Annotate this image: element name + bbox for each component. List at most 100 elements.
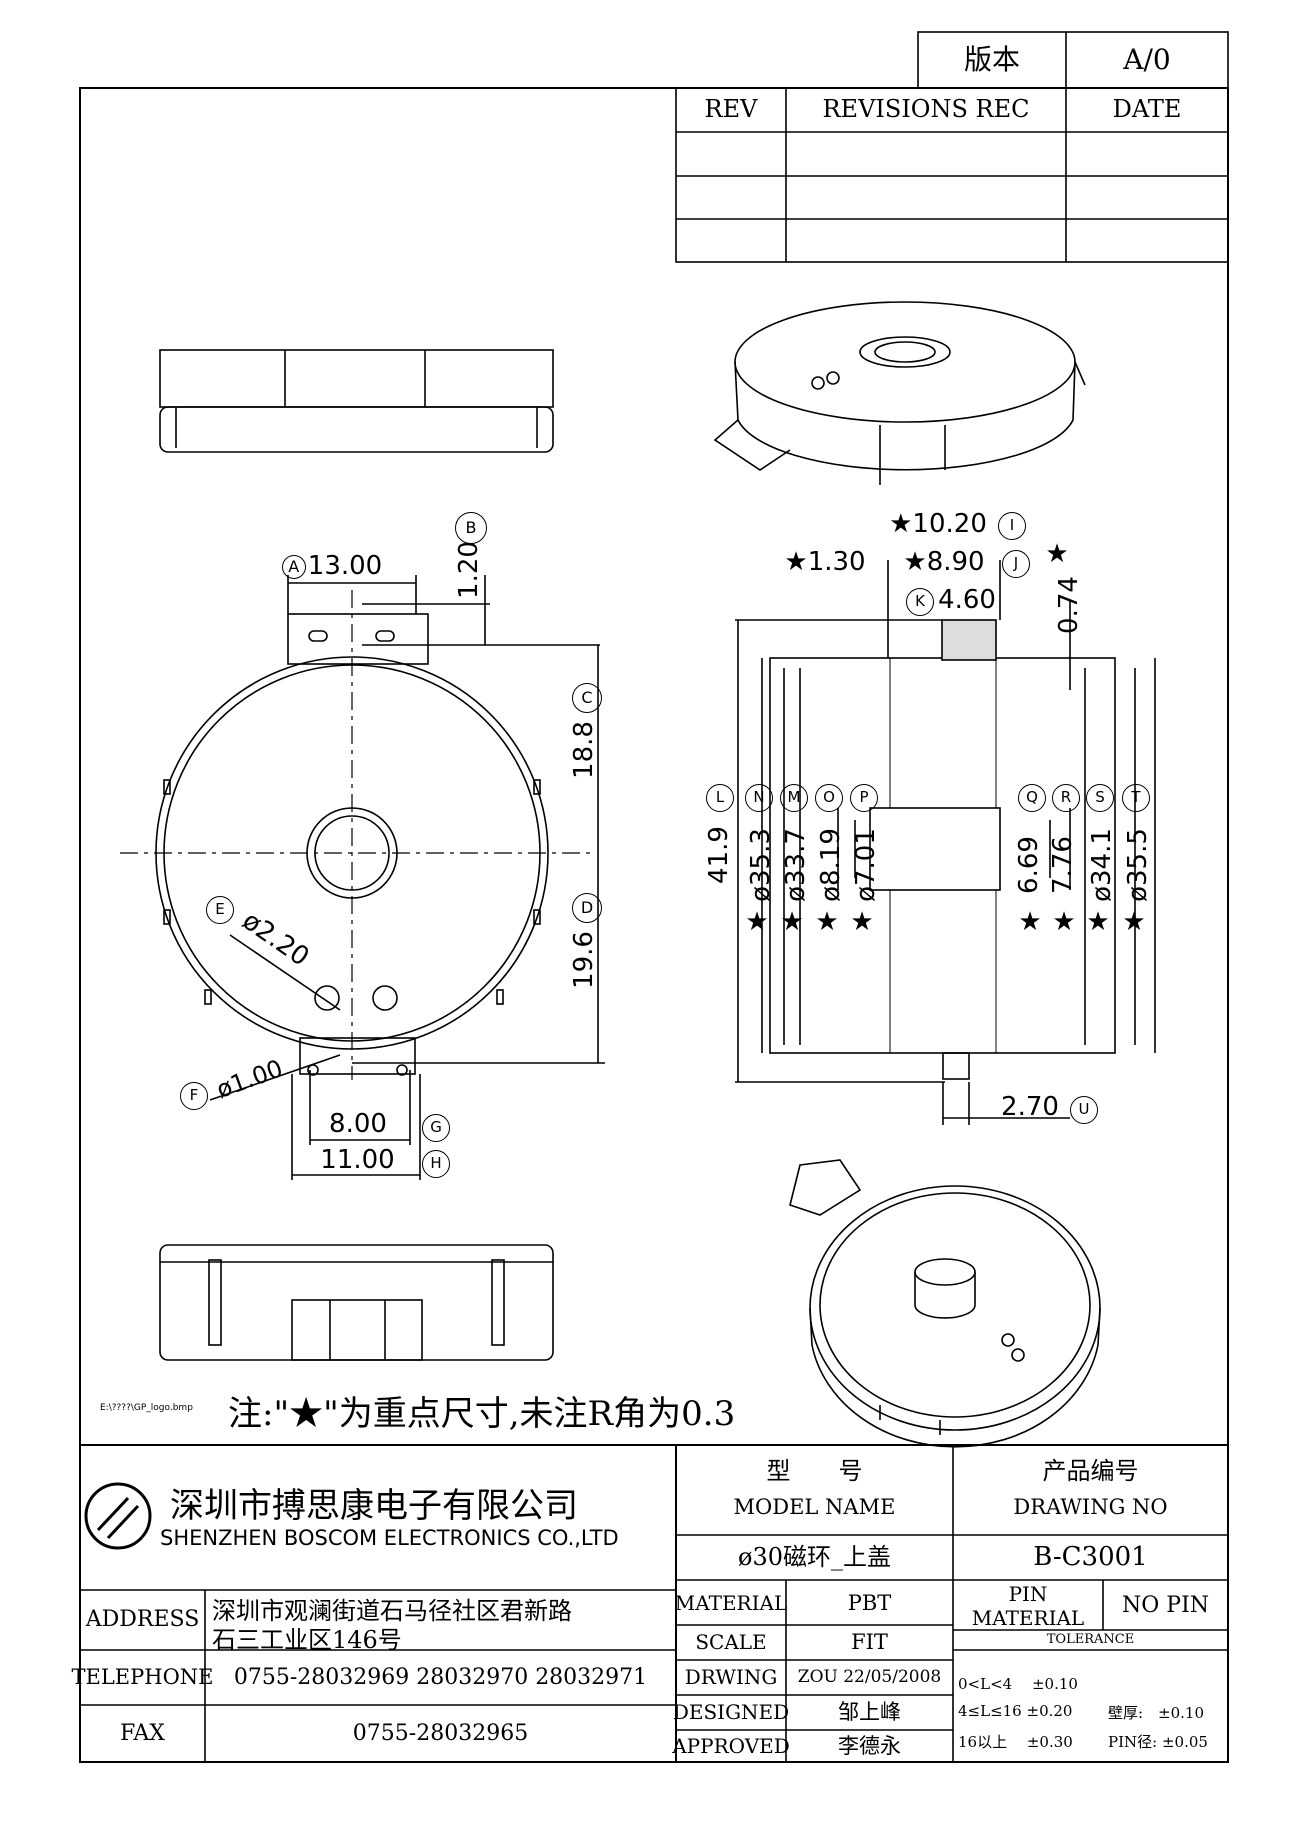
iso-view-top bbox=[713, 301, 1086, 485]
label-o: O bbox=[815, 784, 843, 812]
version-value: A/0 bbox=[1123, 42, 1171, 76]
label-r: R bbox=[1052, 784, 1080, 812]
approved-value: 李德永 bbox=[838, 1733, 901, 1758]
version-label: 版本 bbox=[963, 42, 1020, 76]
star-m: ★ bbox=[780, 907, 804, 938]
top-view bbox=[120, 575, 605, 1180]
dim-130-value: ★1.30 bbox=[784, 547, 866, 578]
date-header: DATE bbox=[1112, 95, 1182, 124]
tolerance-row-3: 16以上 ±0.30 bbox=[958, 1733, 1073, 1751]
address-line2: 石三工业区146号 bbox=[212, 1626, 402, 1654]
drwing-label: DRWING bbox=[684, 1665, 778, 1689]
label-c: C bbox=[572, 683, 602, 713]
label-h: H bbox=[422, 1150, 450, 1178]
label-p: P bbox=[850, 784, 878, 812]
dim-r-value: 7.76 bbox=[1048, 836, 1079, 894]
star-s: ★ bbox=[1086, 907, 1110, 938]
tolerance-label: TOLERANCE bbox=[1046, 1632, 1135, 1648]
dim-i-value: ★10.20 bbox=[889, 509, 987, 540]
model-label-en: MODEL NAME bbox=[733, 1494, 896, 1519]
label-d: D bbox=[572, 893, 602, 923]
rev-header: REV bbox=[704, 95, 758, 124]
telephone-label: TELEPHONE bbox=[71, 1665, 214, 1690]
company-logo bbox=[84, 1482, 152, 1550]
label-f: F bbox=[180, 1082, 208, 1110]
star-q: ★ bbox=[1018, 907, 1042, 938]
label-s: S bbox=[1086, 784, 1114, 812]
dim-o-value: ø8.19 bbox=[816, 828, 847, 902]
dim-q-value: 6.69 bbox=[1014, 836, 1045, 894]
dim-b-value: 1.20 bbox=[454, 541, 485, 599]
label-b: B bbox=[455, 512, 487, 544]
logo-path-text: E:\????\GP_logo.bmp bbox=[100, 1403, 193, 1413]
pin-material-label: MATERIAL bbox=[971, 1605, 1085, 1630]
tolerance-wall: 壁厚: ±0.10 bbox=[1108, 1704, 1205, 1722]
approved-label: APPROVED bbox=[672, 1733, 790, 1758]
designed-label: DESIGNED bbox=[672, 1700, 790, 1724]
dim-n-value: ø35.3 bbox=[746, 828, 777, 902]
tolerance-row-1: 0<L<4 ±0.10 bbox=[958, 1675, 1078, 1693]
label-e: E bbox=[206, 896, 234, 924]
revisions-rec-header: REVISIONS REC bbox=[822, 95, 1030, 124]
drwing-value: ZOU 22/05/2008 bbox=[797, 1666, 942, 1687]
tolerance-pin: PIN径: ±0.05 bbox=[1108, 1733, 1208, 1751]
dim-a-value: 13.00 bbox=[307, 551, 383, 582]
label-g: G bbox=[422, 1114, 450, 1142]
address-line1: 深圳市观澜街道石马径社区君新路 bbox=[212, 1597, 572, 1625]
label-a: A bbox=[281, 555, 306, 579]
address-label: ADDRESS bbox=[85, 1607, 200, 1633]
label-i: I bbox=[998, 512, 1026, 540]
top-side-view bbox=[159, 349, 554, 453]
dim-p-value: ø7.01 bbox=[851, 828, 882, 902]
label-u: U bbox=[1070, 1096, 1098, 1124]
drawing-number: B-C3001 bbox=[1033, 1542, 1148, 1573]
star-j: ★ bbox=[1045, 539, 1069, 570]
dim-t-value: ø35.5 bbox=[1123, 828, 1154, 902]
star-o: ★ bbox=[815, 907, 839, 938]
label-t: T bbox=[1122, 784, 1150, 812]
model-label-cn: 型 号 bbox=[766, 1457, 863, 1486]
label-q: Q bbox=[1018, 784, 1046, 812]
dim-k-value: 4.60 bbox=[938, 585, 996, 616]
label-j: J bbox=[1002, 550, 1030, 578]
company-name-en: SHENZHEN BOSCOM ELECTRONICS CO.,LTD bbox=[160, 1526, 619, 1550]
dim-s-value: ø34.1 bbox=[1087, 828, 1118, 902]
dim-d-value: 19.6 bbox=[569, 931, 600, 989]
tolerance-row-2: 4≤L≤16 ±0.20 bbox=[958, 1702, 1073, 1720]
label-m: M bbox=[780, 784, 808, 812]
star-p: ★ bbox=[850, 907, 874, 938]
fax-value: 0755-28032965 bbox=[352, 1720, 529, 1746]
star-r: ★ bbox=[1052, 907, 1076, 938]
designed-value: 邹上峰 bbox=[838, 1700, 901, 1725]
pin-label: PIN bbox=[1008, 1581, 1048, 1606]
iso-view-bottom bbox=[789, 1159, 1101, 1448]
dim-m-value: ø33.7 bbox=[781, 828, 812, 902]
material-label: MATERIAL bbox=[674, 1591, 788, 1615]
dim-h-value: 11.00 bbox=[320, 1145, 395, 1176]
scale-label: SCALE bbox=[695, 1630, 767, 1654]
dim-c-value: 18.8 bbox=[569, 721, 600, 779]
dim-j-value: ★8.90 bbox=[903, 547, 985, 578]
drawing-note: 注:"★"为重点尺寸,未注R角为0.3 bbox=[228, 1394, 736, 1434]
label-k: K bbox=[906, 588, 934, 616]
material-value: PBT bbox=[847, 1591, 892, 1616]
fax-label: FAX bbox=[120, 1720, 165, 1746]
scale-value: FIT bbox=[851, 1630, 888, 1655]
drawing-label-en: DRAWING NO bbox=[1013, 1494, 1168, 1519]
company-name-cn: 深圳市搏思康电子有限公司 bbox=[170, 1486, 578, 1526]
star-t: ★ bbox=[1122, 907, 1146, 938]
dim-074-value: 0.74 bbox=[1054, 576, 1085, 634]
dim-l-value: 41.9 bbox=[704, 826, 735, 884]
telephone-value: 0755-28032969 28032970 28032971 bbox=[233, 1664, 648, 1690]
dim-u-value: 2.70 bbox=[1001, 1092, 1059, 1123]
section-view bbox=[735, 560, 1156, 1125]
pin-value: NO PIN bbox=[1121, 1593, 1210, 1619]
model-value: ø30磁环_上盖 bbox=[738, 1543, 891, 1572]
label-n: N bbox=[745, 784, 773, 812]
drawing-label-cn: 产品编号 bbox=[1042, 1457, 1139, 1486]
bottom-side-view bbox=[159, 1244, 554, 1361]
dim-g-value: 8.00 bbox=[329, 1109, 387, 1140]
label-l: L bbox=[706, 784, 734, 812]
